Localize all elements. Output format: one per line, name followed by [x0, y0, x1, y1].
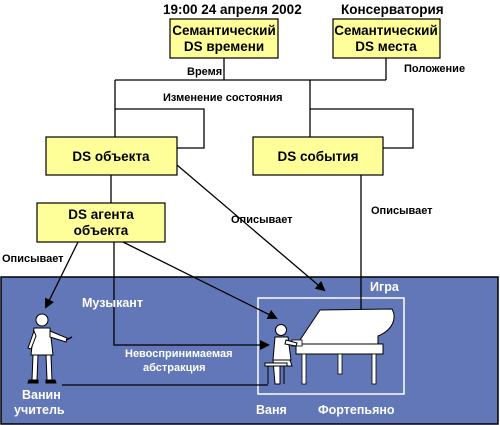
label-abstraction-line1: Невоспринимаемая [125, 348, 233, 360]
header-datetime: 19:00 24 апреля 2002 [163, 2, 302, 17]
semantic-time-box: Семантический DS времени [169, 18, 279, 59]
label-state-change: Изменение состояния [163, 92, 283, 104]
label-vanya: Ваня [256, 403, 287, 417]
semantic-place-box: Семантический DS места [332, 18, 441, 59]
grand-piano-icon [291, 308, 395, 385]
label-game: Игра [370, 280, 400, 294]
label-abstraction-line2: абстракция [143, 362, 206, 374]
pianist-figure-icon [264, 324, 298, 385]
connector-lines [110, 58, 414, 203]
object-ds-box: DS объекта [45, 136, 178, 176]
label-teacher-line2: учитель [14, 403, 65, 417]
label-piano: Фортепьяно [318, 403, 395, 417]
semantic-place-line1: Семантический [334, 23, 438, 38]
label-position: Положение [404, 63, 465, 75]
object-ds-label: DS объекта [72, 149, 150, 164]
teacher-figure-icon [27, 313, 73, 384]
semantic-place-line2: DS места [355, 39, 417, 54]
arrow-lines [45, 164, 366, 320]
event-ds-label: DS события [278, 149, 359, 164]
label-describes-left: Описывает [2, 253, 64, 265]
semantic-time-line2: DS времени [184, 39, 264, 54]
agent-ds-line1: DS агента [68, 207, 134, 222]
header-place: Консерватория [341, 2, 444, 17]
musician-lines [62, 242, 270, 386]
label-describes-right: Описывает [371, 205, 433, 217]
agent-ds-line2: объекта [74, 223, 129, 238]
stage-background [0, 276, 499, 425]
label-describes-middle: Описывает [231, 214, 293, 226]
event-ds-box: DS события [252, 136, 384, 176]
label-teacher-line1: Ванин [22, 388, 61, 402]
label-time: Время [187, 66, 222, 78]
label-musician: Музыкант [82, 296, 143, 310]
agent-ds-box: DS агента объекта [36, 202, 166, 243]
game-frame [257, 297, 405, 395]
semantic-time-line1: Семантический [172, 23, 276, 38]
